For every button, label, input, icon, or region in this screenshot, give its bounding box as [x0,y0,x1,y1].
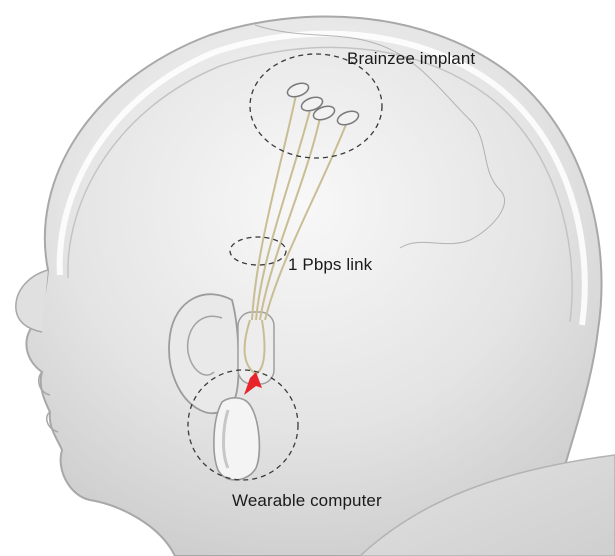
wearable-computer-label: Wearable computer [232,491,382,511]
implant-label: Brainzee implant [347,49,475,69]
wearable-computer [214,398,259,480]
link-label: 1 Pbps link [288,255,372,275]
